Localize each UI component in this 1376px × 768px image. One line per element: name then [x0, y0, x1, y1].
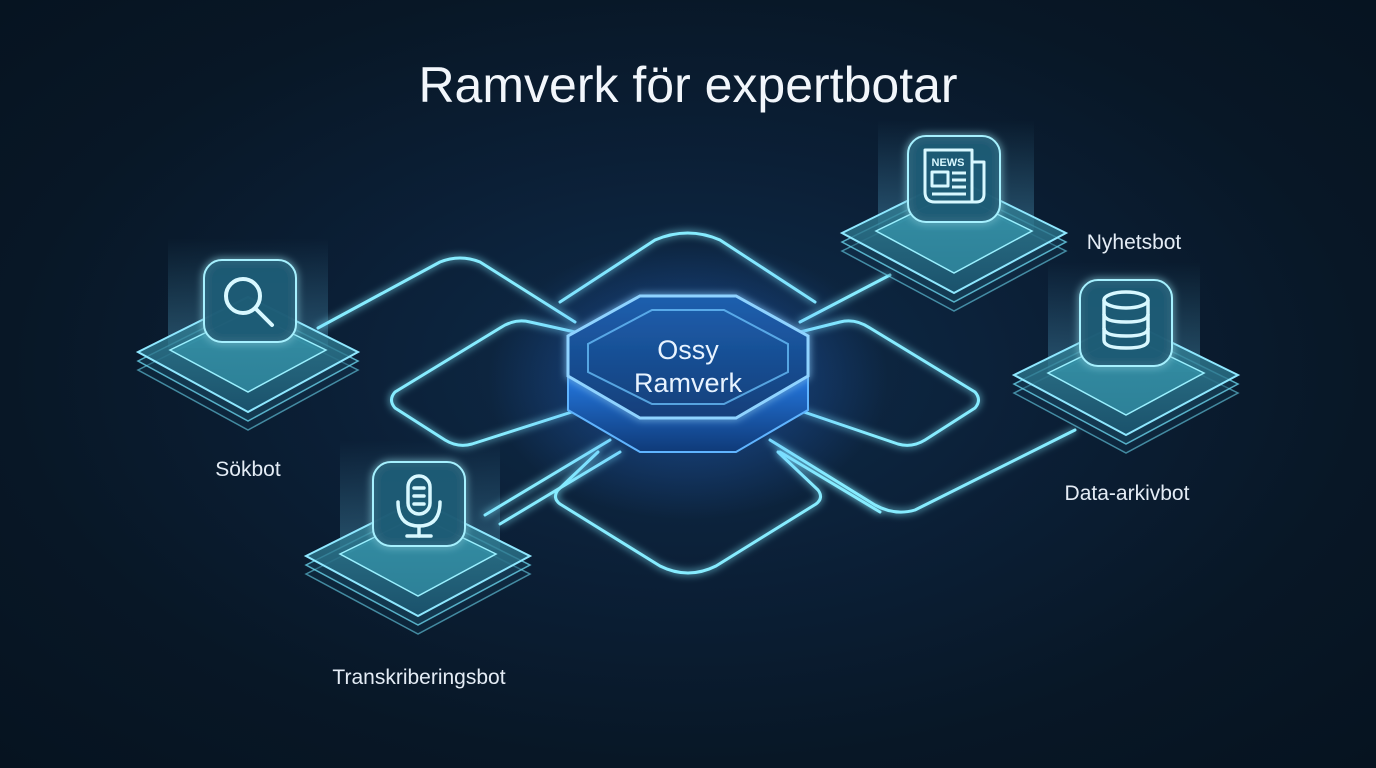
database-icon [1102, 290, 1150, 350]
page-title: Ramverk för expertbotar [418, 57, 957, 113]
hub: Ossy Ramverk [488, 240, 888, 520]
node-label-transcription: Transkriberingsbot [332, 666, 505, 689]
node-transcription-bot: Transkriberingsbot [303, 440, 533, 689]
hub-top [566, 294, 810, 420]
newspaper-icon-text: NEWS [932, 157, 965, 169]
node-archive-bot: Data-arkivbot [1011, 262, 1241, 505]
node-label-search: Sökbot [215, 458, 281, 481]
connector-bottom-diamond [553, 450, 823, 575]
magnifier-icon-tile [203, 259, 297, 343]
newspaper-icon [923, 148, 986, 204]
node-news-bot: NEWS Nyhetsbot [839, 120, 1182, 312]
hub-label-line2: Ramverk [634, 368, 743, 398]
magnifier-icon [224, 277, 274, 327]
microphone-icon [396, 474, 442, 538]
connector-search-bot [316, 256, 577, 330]
node-search-bot: Sökbot [135, 238, 361, 481]
node-label-news: Nyhetsbot [1087, 231, 1182, 254]
connector-archive-bot [768, 428, 1077, 514]
node-label-archive: Data-arkivbot [1065, 482, 1190, 505]
hub-label-line1: Ossy [657, 335, 719, 365]
connector-top-diamond [558, 231, 817, 304]
